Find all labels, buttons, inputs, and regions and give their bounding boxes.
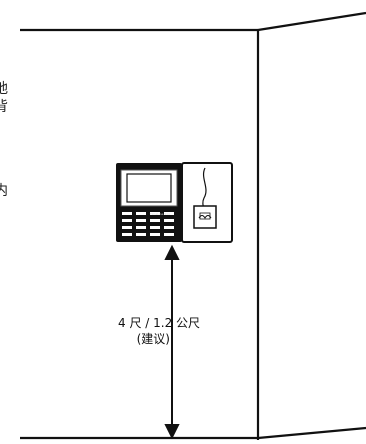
keypad-key	[150, 226, 160, 229]
wall-side-top-edge	[257, 11, 366, 32]
fingerprint-icon	[198, 215, 212, 219]
wall-outline	[20, 11, 366, 440]
keypad-key	[122, 233, 132, 236]
time-clock-device	[116, 162, 233, 243]
keypad-key	[122, 219, 132, 222]
height-arrow-head-bottom	[164, 424, 180, 440]
mounting-height-label: 4 尺 / 1.2 公尺 (建议)	[118, 315, 201, 347]
fingerprint-window	[199, 212, 211, 220]
keypad-key	[150, 233, 160, 236]
height-arrow	[164, 244, 180, 440]
keypad-key	[150, 212, 160, 215]
left-edge-text-3: 内	[0, 183, 8, 199]
keypad-key	[136, 212, 146, 215]
keypad-key	[150, 219, 160, 222]
device-body-right	[181, 162, 233, 243]
height-arrow-head-top	[164, 244, 180, 260]
keypad-key	[122, 226, 132, 229]
keypad-key	[136, 226, 146, 229]
keypad-key	[164, 219, 174, 222]
keypad-key	[136, 219, 146, 222]
keypad-key	[136, 233, 146, 236]
fingerprint-sensor	[193, 205, 217, 229]
keypad-key	[164, 233, 174, 236]
keypad-key	[164, 226, 174, 229]
wall-side-bottom-edge	[257, 426, 366, 440]
device-brand-label: TimeLine 900	[149, 212, 171, 216]
device-screen-inner	[126, 173, 172, 203]
device-keypad	[122, 212, 174, 236]
keypad-key	[164, 212, 174, 215]
left-edge-text-2: 背	[0, 99, 8, 115]
keypad-key	[122, 212, 132, 215]
mounting-height-note: (建议)	[136, 332, 170, 346]
mounting-height-value: 4 尺 / 1.2 公尺	[118, 316, 201, 330]
left-edge-text-1: 地	[0, 81, 8, 97]
